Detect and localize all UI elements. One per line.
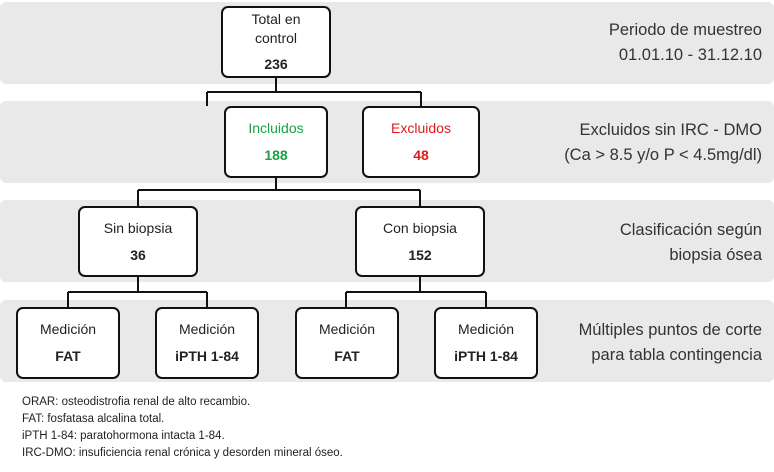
node-no-biopsy-value: 36 (130, 246, 146, 263)
node-total-label-line2: control (254, 30, 298, 46)
node-with-biopsy-fat-value: FAT (334, 348, 360, 364)
note-orar: ORAR: osteodistrofia renal de alto recam… (22, 396, 251, 408)
stage-cutoffs-line1: Múltiples puntos de corte (578, 321, 762, 339)
node-with-biopsy-ipth-label: Medición (457, 321, 515, 337)
note-ipth: iPTH 1-84: paratohormona intacta 1-84. (22, 430, 225, 442)
node-no-biopsy: Sin biopsia 36 (78, 206, 198, 277)
stage-label-cutoffs: Múltiples puntos de corte para tabla con… (579, 318, 762, 368)
node-with-biopsy-fat: Medición FAT (295, 307, 399, 379)
node-total-control: Total en control 236 (221, 6, 331, 78)
stage-sampling-line2: 01.01.10 - 31.12.10 (618, 46, 762, 64)
stage-sampling-line1: Periodo de muestreo (608, 21, 762, 39)
node-with-biopsy-fat-label: Medición (318, 321, 376, 337)
node-excluded-label: Excluidos (391, 120, 451, 136)
node-excluded: Excluidos 48 (362, 106, 480, 178)
node-no-biopsy-fat-label: Medición (39, 321, 97, 337)
node-no-biopsy-label: Sin biopsia (103, 219, 173, 236)
stage-classification-line1: Clasificación según (619, 221, 762, 239)
node-with-biopsy-value: 152 (408, 246, 432, 263)
node-no-biopsy-fat: Medición FAT (16, 307, 120, 379)
connector-total-split (206, 78, 422, 106)
note-fat: FAT: fosfatasa alcalina total. (22, 413, 165, 425)
stage-exclusion-line2: (Ca > 8.5 y/o P < 4.5mg/dl) (564, 146, 762, 164)
note-irc-dmo: IRC-DMO: insuficiencia renal crónica y d… (22, 447, 343, 459)
connector-included-split (137, 178, 421, 206)
stage-band-sampling (0, 2, 774, 84)
node-with-biopsy-ipth: Medición iPTH 1-84 (434, 307, 538, 379)
connector-with-biopsy-split (345, 277, 487, 307)
node-with-biopsy: Con biopsia 152 (355, 206, 485, 277)
connector-no-biopsy-split (67, 277, 208, 307)
node-total-value: 236 (264, 56, 288, 72)
stage-classification-line2: biopsia ósea (669, 246, 762, 264)
node-no-biopsy-ipth-label: Medición (178, 321, 236, 337)
stage-cutoffs-line2: para tabla contingencia (591, 346, 762, 364)
abbreviation-notes: ORAR: osteodistrofia renal de alto recam… (22, 394, 343, 462)
node-no-biopsy-fat-value: FAT (55, 348, 81, 364)
node-with-biopsy-label: Con biopsia (383, 219, 457, 236)
node-included-label: Incluidos (248, 120, 304, 136)
node-included: Incluidos 188 (224, 106, 328, 178)
node-excluded-value: 48 (413, 147, 429, 163)
node-included-value: 188 (264, 147, 288, 163)
stage-label-sampling: Periodo de muestreo 01.01.10 - 31.12.10 (609, 18, 762, 68)
node-no-biopsy-ipth: Medición iPTH 1-84 (155, 307, 259, 379)
node-total-label-line1: Total en (251, 11, 301, 27)
node-with-biopsy-ipth-value: iPTH 1-84 (454, 348, 518, 364)
stage-exclusion-line1: Excluidos sin IRC - DMO (579, 121, 762, 139)
stage-label-exclusion: Excluidos sin IRC - DMO (Ca > 8.5 y/o P … (564, 118, 762, 168)
stage-label-classification: Clasificación según biopsia ósea (620, 218, 762, 268)
node-no-biopsy-ipth-value: iPTH 1-84 (175, 348, 239, 364)
